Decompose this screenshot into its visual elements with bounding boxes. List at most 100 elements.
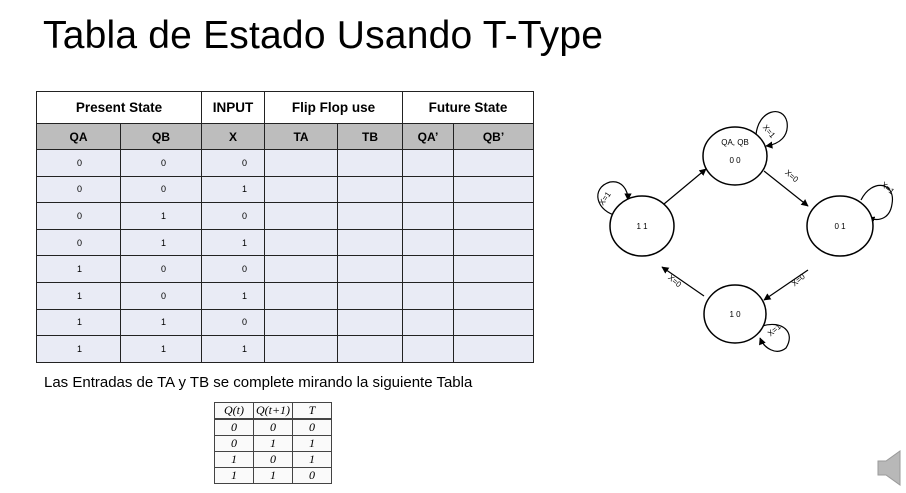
cell-qa-next (402, 308, 455, 337)
column-header-x: X (201, 123, 266, 150)
cell-q-t-plus-1: 1 (253, 435, 293, 452)
column-header-qa: QA (36, 123, 121, 150)
cell-qa: 0 (36, 175, 121, 204)
cell-x: 0 (201, 202, 266, 230)
column-header-tb: TB (337, 123, 404, 150)
cell-qb: 1 (119, 308, 203, 337)
column-header-qb-next: QB’ (453, 123, 535, 150)
cell-ta (264, 255, 339, 283)
cell-qa-next (402, 281, 455, 310)
cell-qb: 0 (119, 255, 203, 283)
cell-qa-next (402, 228, 455, 257)
column-header-q-t-plus-1: Q(t+1) (253, 402, 293, 420)
cell-t: 1 (292, 435, 332, 452)
cell-qa-next (402, 335, 455, 363)
cell-ta (264, 281, 339, 310)
speaker-icon[interactable] (876, 449, 902, 487)
cell-q-t-plus-1: 1 (253, 467, 293, 484)
cell-qa-next (402, 202, 455, 230)
loop-01 (860, 184, 893, 224)
cell-ta (264, 175, 339, 204)
cell-q-t-plus-1: 0 (253, 418, 293, 436)
cell-qa-next (402, 255, 455, 283)
edge-label-01-to-10: X=0 (790, 272, 807, 289)
state-label-00: 0 0 (729, 156, 741, 165)
column-header-qb: QB (119, 123, 203, 150)
state-label-10: 1 0 (729, 310, 741, 319)
cell-qb: 0 (119, 149, 203, 177)
cell-tb (337, 175, 404, 204)
group-header-flip-flop-use: Flip Flop use (264, 91, 404, 124)
cell-t: 1 (292, 451, 332, 468)
cell-tb (337, 335, 404, 363)
state-node-10 (703, 284, 767, 344)
cell-q-t: 0 (214, 435, 254, 452)
cell-qa: 1 (36, 335, 121, 363)
cell-tb (337, 308, 404, 337)
state-encoding-label: QA, QB (721, 138, 749, 147)
cell-x: 1 (201, 281, 266, 310)
cell-qa: 0 (36, 228, 121, 257)
group-header-present-state: Present State (35, 91, 203, 124)
cell-qa: 1 (36, 308, 121, 337)
column-header-t: T (292, 402, 332, 420)
slide-title: Tabla de Estado Usando T-Type (43, 14, 604, 57)
cell-ta (264, 228, 339, 257)
edge-label-10-to-11: X=0 (666, 273, 683, 290)
cell-qb-next (453, 308, 535, 337)
column-header-qa-next: QA’ (402, 123, 455, 150)
cell-qb-next (453, 202, 535, 230)
cell-qa-next (402, 175, 455, 204)
cell-qa: 1 (36, 281, 121, 310)
cell-qa: 1 (36, 255, 121, 283)
edge-11-to-00 (663, 168, 707, 205)
state-node-01 (806, 195, 874, 257)
cell-tb (337, 202, 404, 230)
column-header-q-t: Q(t) (214, 402, 254, 420)
cell-x: 1 (201, 175, 266, 204)
state-table: Present State INPUT Flip Flop use Future… (35, 91, 535, 363)
cell-x: 0 (201, 149, 266, 177)
cell-tb (337, 149, 404, 177)
cell-qb: 0 (119, 281, 203, 310)
state-node-11 (609, 195, 675, 257)
cell-q-t: 1 (214, 467, 254, 484)
cell-t: 0 (292, 418, 332, 436)
cell-qa: 0 (36, 202, 121, 230)
instruction-text: Las Entradas de TA y TB se complete mira… (44, 374, 473, 391)
cell-x: 1 (201, 335, 266, 363)
cell-x: 0 (201, 255, 266, 283)
cell-qb: 1 (119, 228, 203, 257)
state-diagram: QA, QB 0 0 0 1 1 0 1 1 X=0 X=0 X=0 X=1 X… (597, 111, 896, 352)
loop-label-11: X=1 (597, 190, 613, 207)
cell-tb (337, 255, 404, 283)
cell-x: 0 (201, 308, 266, 337)
cell-qb: 0 (119, 175, 203, 204)
cell-qb-next (453, 149, 535, 177)
state-node-00 (702, 126, 768, 186)
cell-qb-next (453, 255, 535, 283)
edge-10-to-11 (661, 266, 705, 297)
loop-10 (759, 323, 790, 352)
cell-qb-next (453, 335, 535, 363)
cell-qb-next (453, 175, 535, 204)
edge-01-to-10 (763, 269, 809, 301)
loop-label-00: X=1 (761, 123, 778, 140)
edge-label-00-to-01: X=0 (783, 168, 800, 185)
cell-ta (264, 202, 339, 230)
cell-q-t: 1 (214, 451, 254, 468)
edge-00-to-01 (763, 170, 809, 207)
cell-qb-next (453, 228, 535, 257)
state-label-01: 0 1 (834, 222, 846, 231)
